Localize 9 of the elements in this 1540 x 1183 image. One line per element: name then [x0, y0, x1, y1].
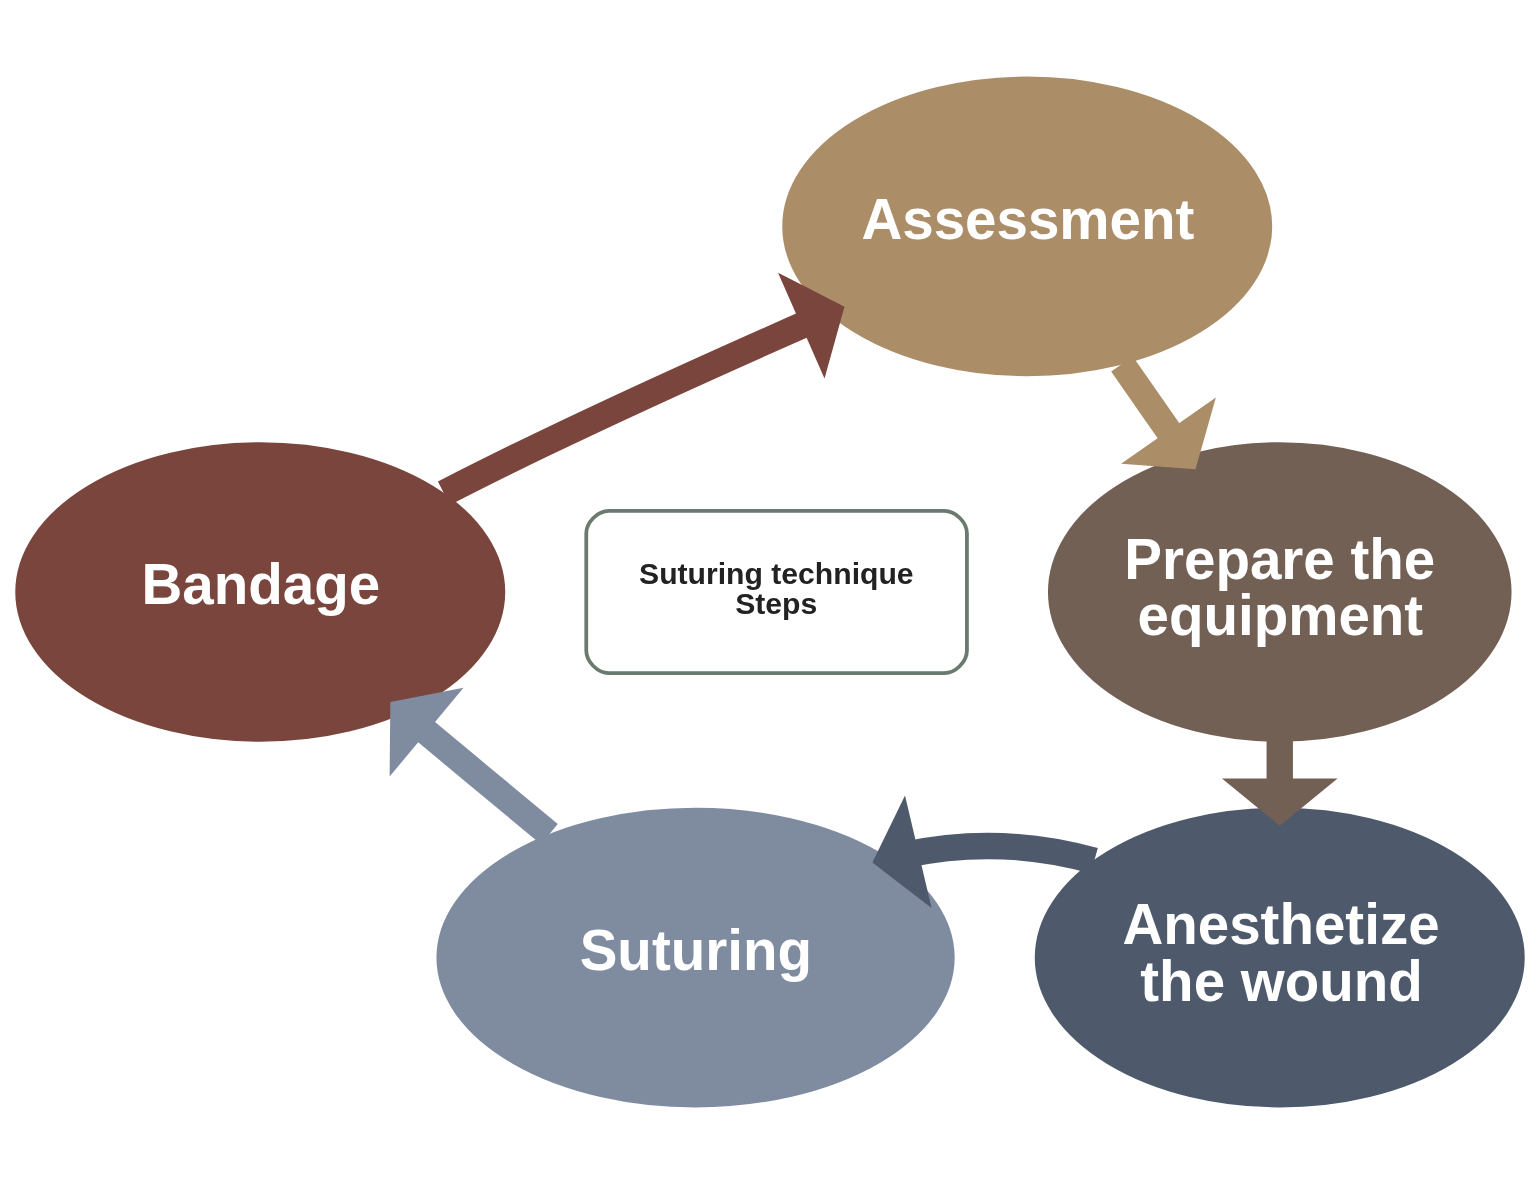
arrow	[872, 795, 1098, 908]
node-ellipse: Anesthetize the wound	[1034, 807, 1525, 1107]
arrow	[1221, 740, 1338, 826]
arrow	[437, 272, 845, 505]
node-ellipse: Suturing	[436, 807, 955, 1107]
node-box: Suturing technique Steps	[584, 508, 969, 675]
node-ellipse: Prepare the equipment	[1047, 441, 1512, 742]
node-ellipse: Assessment	[782, 76, 1273, 376]
node-ellipse: Bandage	[15, 441, 506, 742]
